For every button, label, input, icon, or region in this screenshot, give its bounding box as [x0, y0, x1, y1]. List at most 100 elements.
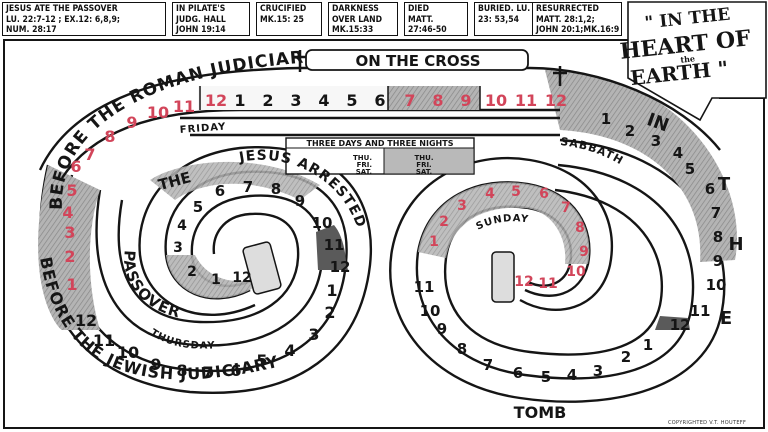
hour-thu-5: 7 [202, 363, 213, 382]
hour-ro-0: 1 [601, 110, 611, 128]
hour-li-3: 8 [271, 180, 281, 198]
hour-thu-1: 11 [93, 331, 115, 350]
day-2: SAT. [356, 168, 372, 176]
cross-icon [553, 66, 567, 86]
cross-label: ON THE CROSS [355, 52, 480, 70]
hour-ri-3: 4 [485, 186, 495, 202]
sunday-label: SUNDAY [475, 213, 530, 232]
hour-roman-10: 1 [66, 275, 77, 294]
hour-li-2: 7 [243, 178, 253, 196]
hour-ro-1: 2 [625, 122, 635, 140]
hour-roman-2: 9 [126, 113, 137, 132]
hour-roman-8: 3 [64, 223, 75, 242]
copyright: COPYRIGHTED V.T. HOUTEFF [668, 420, 747, 426]
hour-top-10: 10 [485, 91, 507, 110]
hour-lc-0: 4 [177, 218, 187, 234]
hour-roman-5: 6 [70, 157, 81, 176]
hour-ro-2: 3 [651, 132, 661, 150]
hour-ri-5: 6 [539, 186, 549, 202]
hour-ro-6: 7 [711, 204, 721, 222]
night-1: FRI. [416, 161, 431, 169]
hour-tomb-0: 1 [643, 336, 653, 354]
hour-ro-5: 6 [705, 180, 715, 198]
title-small: the [680, 53, 696, 64]
three-days-box [285, 137, 475, 175]
hour-li-7: 12 [330, 258, 351, 276]
hour-thu-4: 8 [176, 361, 187, 380]
hour-roman-0: 11 [173, 97, 195, 116]
hour-roman-6: 5 [66, 181, 77, 200]
hour-thu-10: 2 [324, 303, 335, 322]
hour-top-6: 6 [374, 91, 385, 110]
hour-ri-4: 5 [511, 184, 521, 200]
hour-tomb-9: 10 [420, 302, 441, 320]
hour-ro-11: 12 [670, 316, 691, 334]
night-0: THU. [415, 154, 434, 162]
hour-ro-7: 8 [713, 228, 723, 246]
right-shaded-band [545, 70, 737, 262]
day-0: THU. [353, 154, 372, 162]
hour-thu-7: 5 [256, 351, 267, 370]
hour-ri-7: 8 [575, 220, 585, 236]
t-label: T [718, 174, 731, 195]
hour-tomb-7: 8 [457, 340, 467, 358]
hour-roman-9: 2 [64, 247, 75, 266]
hour-top-3: 3 [290, 91, 301, 110]
hour-thu-3: 9 [150, 355, 161, 374]
e-label: E [720, 308, 732, 329]
hour-tomb-8: 9 [437, 320, 447, 338]
hour-ri-8: 9 [579, 244, 589, 260]
night-2: SAT. [416, 168, 432, 176]
hour-top-2: 2 [262, 91, 273, 110]
hour-ro-3: 4 [673, 144, 683, 162]
hour-tomb-1: 2 [621, 348, 631, 366]
hour-top-1: 1 [234, 91, 245, 110]
cross-banner [305, 49, 529, 71]
hour-ri-9: 10 [566, 264, 586, 280]
hour-thu-2: 10 [117, 343, 139, 362]
hour-ri-0: 1 [429, 234, 439, 250]
hour-ro-4: 5 [685, 160, 695, 178]
hour-ro-8: 9 [713, 252, 723, 270]
hour-tomb-6: 7 [483, 356, 493, 374]
hour-top-11: 11 [515, 91, 537, 110]
hour-li-1: 6 [215, 182, 225, 200]
hour-ro-9: 10 [706, 276, 727, 294]
hour-tomb-3: 4 [567, 366, 577, 384]
hour-thu-6: 6 [230, 361, 241, 380]
hour-top-7: 7 [404, 91, 415, 110]
ref-buried: BURIED. LU.23: 53,54 [474, 2, 536, 36]
left-shaded-band [38, 165, 100, 330]
hour-top-9: 9 [460, 91, 471, 110]
hour-lc-4: 12 [232, 270, 251, 286]
hour-top-4: 4 [318, 91, 329, 110]
hour-roman-3: 8 [104, 127, 115, 146]
hour-top-8: 8 [432, 91, 443, 110]
hour-roman-1: 10 [147, 103, 169, 122]
title-box [627, 1, 767, 122]
hour-ri-6: 7 [561, 200, 571, 216]
hour-ri-11: 12 [514, 274, 533, 290]
scroll-icon [242, 241, 282, 295]
hour-tomb-2: 3 [593, 362, 603, 380]
hour-li-5: 10 [312, 214, 333, 232]
hour-top-0: 12 [205, 91, 227, 110]
hour-li-0: 5 [193, 198, 203, 216]
scroll-icon [491, 251, 515, 303]
hour-ri-1: 2 [439, 214, 449, 230]
hour-thu-11: 1 [326, 281, 337, 300]
h-label: H [728, 234, 743, 255]
hour-roman-4: 7 [84, 145, 95, 164]
hour-roman-7: 4 [62, 203, 73, 222]
hour-ri-10: 11 [538, 276, 557, 292]
hour-top-12: 12 [545, 91, 567, 110]
hour-lc-1: 3 [173, 240, 183, 256]
center-heading: THREE DAYS AND THREE NIGHTS [307, 139, 454, 148]
